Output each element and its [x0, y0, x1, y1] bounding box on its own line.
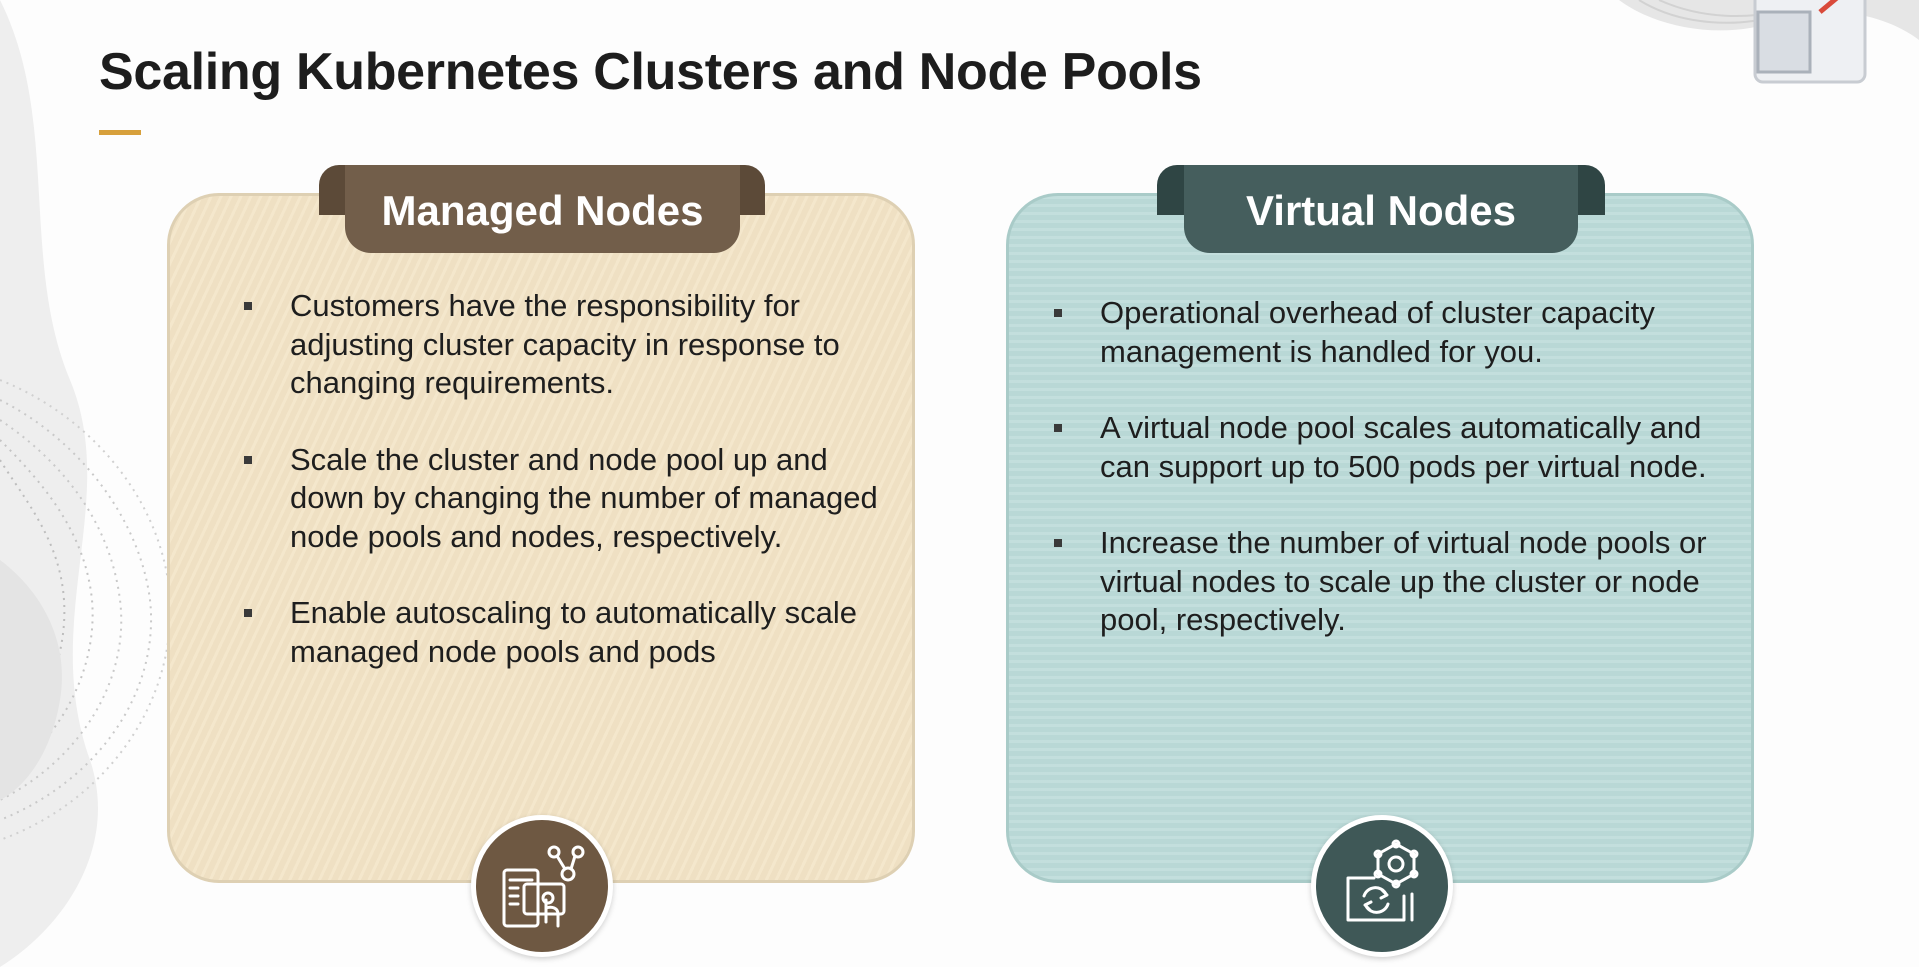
touch-screen-network-icon — [471, 815, 613, 957]
bullet-icon — [244, 302, 252, 310]
bullet-icon — [1054, 424, 1062, 432]
bullet-text: Increase the number of virtual node pool… — [1100, 525, 1707, 637]
expand-icon[interactable] — [1750, 0, 1870, 92]
list-item: Customers have the responsibility for ad… — [244, 287, 884, 403]
bullet-icon — [244, 609, 252, 617]
bullet-icon — [1054, 539, 1062, 547]
bullet-text: Operational overhead of cluster capacity… — [1100, 295, 1655, 369]
virtual-node-refresh-icon — [1311, 815, 1453, 957]
virtual-nodes-heading: Virtual Nodes — [1184, 165, 1578, 253]
title-underline — [99, 130, 141, 135]
bullet-text: Enable autoscaling to automatically scal… — [290, 595, 857, 669]
virtual-nodes-card — [1006, 193, 1754, 883]
slide-title: Scaling Kubernetes Clusters and Node Poo… — [99, 43, 1202, 101]
decorative-wave-pattern — [0, 0, 172, 967]
managed-nodes-list: Customers have the responsibility for ad… — [244, 287, 884, 709]
list-item: Increase the number of virtual node pool… — [1054, 524, 1734, 640]
list-item: Scale the cluster and node pool up and d… — [244, 441, 884, 557]
managed-nodes-heading: Managed Nodes — [345, 165, 740, 253]
virtual-nodes-list: Operational overhead of cluster capacity… — [1054, 294, 1734, 678]
bullet-text: Scale the cluster and node pool up and d… — [290, 441, 878, 554]
list-item: A virtual node pool scales automatically… — [1054, 409, 1734, 486]
bullet-icon — [1054, 309, 1062, 317]
bullet-text: A virtual node pool scales automatically… — [1100, 410, 1707, 484]
bullet-icon — [244, 455, 252, 464]
list-item: Enable autoscaling to automatically scal… — [244, 594, 884, 671]
list-item: Operational overhead of cluster capacity… — [1054, 294, 1734, 371]
bullet-text: Customers have the responsibility for ad… — [290, 288, 840, 400]
